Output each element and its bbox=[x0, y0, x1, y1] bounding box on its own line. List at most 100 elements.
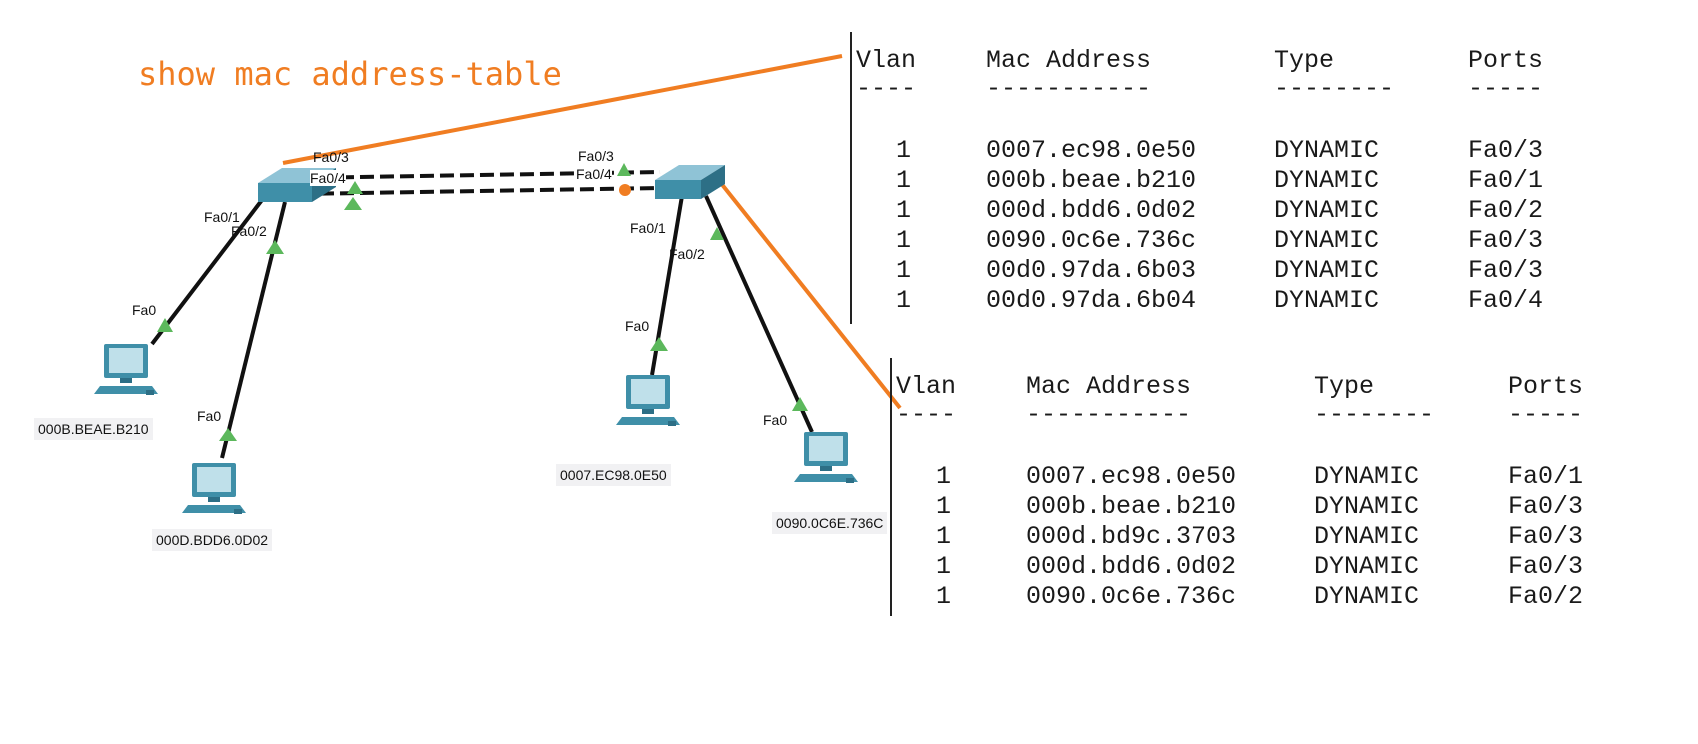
command-label: show mac address-table bbox=[138, 55, 562, 93]
port-label-left-fa02: Fa0/2 bbox=[231, 223, 267, 239]
table-cell-port: Fa0/3 bbox=[1508, 522, 1584, 551]
table-dash-mac: ----------- bbox=[986, 74, 1152, 103]
table-cell-vlan: 1 bbox=[936, 582, 952, 611]
table-cell-port: Fa0/4 bbox=[1468, 286, 1544, 315]
table-cell-type: DYNAMIC bbox=[1314, 552, 1420, 581]
pc-4-icon bbox=[794, 432, 858, 483]
table-cell-vlan: 1 bbox=[896, 196, 912, 225]
table-cell-mac: 0090.0c6e.736c bbox=[1026, 582, 1237, 611]
table-header-mac: Mac Address bbox=[986, 46, 1152, 75]
table-dash-ports: ----- bbox=[1508, 400, 1584, 429]
link-right-fa02 bbox=[704, 195, 814, 433]
link-status-indicators bbox=[157, 163, 808, 441]
port-label-right-fa02: Fa0/2 bbox=[669, 246, 705, 262]
table-divider bbox=[850, 32, 852, 324]
table-cell-vlan: 1 bbox=[896, 226, 912, 255]
table-dash-mac: ----------- bbox=[1026, 400, 1192, 429]
table-cell-port: Fa0/3 bbox=[1468, 226, 1544, 255]
switch-right-icon bbox=[655, 165, 725, 199]
table-cell-type: DYNAMIC bbox=[1274, 286, 1380, 315]
table-cell-mac: 000d.bdd6.0d02 bbox=[986, 196, 1197, 225]
table-header-mac: Mac Address bbox=[1026, 372, 1192, 401]
table-cell-mac: 0090.0c6e.736c bbox=[986, 226, 1197, 255]
table-cell-port: Fa0/3 bbox=[1508, 492, 1584, 521]
table-cell-mac: 000b.beae.b210 bbox=[1026, 492, 1237, 521]
mac-address-table-right-switch: Vlan Mac Address Type Ports ---- -------… bbox=[890, 358, 1610, 616]
pc-1-port-label: Fa0 bbox=[132, 302, 157, 318]
up-triangle-icon bbox=[157, 318, 173, 332]
up-triangle-icon bbox=[710, 227, 724, 240]
pc-3-icon bbox=[616, 375, 680, 426]
table-header-vlan: Vlan bbox=[856, 46, 917, 75]
port-label-right-fa01: Fa0/1 bbox=[630, 220, 666, 236]
table-cell-mac: 000d.bdd6.0d02 bbox=[1026, 552, 1237, 581]
table-cell-mac: 0007.ec98.0e50 bbox=[986, 136, 1197, 165]
table-cell-mac: 000b.beae.b210 bbox=[986, 166, 1197, 195]
pc-2-port-label: Fa0 bbox=[197, 408, 222, 424]
table-header-type: Type bbox=[1274, 46, 1335, 75]
table-cell-vlan: 1 bbox=[936, 492, 952, 521]
pc-2-mac-label: 000D.BDD6.0D02 bbox=[152, 529, 273, 551]
table-header-ports: Ports bbox=[1468, 46, 1544, 75]
port-label-right-fa04: Fa0/4 bbox=[576, 166, 612, 182]
table-cell-type: DYNAMIC bbox=[1314, 462, 1420, 491]
table-cell-port: Fa0/2 bbox=[1508, 582, 1584, 611]
table-cell-vlan: 1 bbox=[936, 552, 952, 581]
table-cell-vlan: 1 bbox=[896, 166, 912, 195]
pc-4-port-label: Fa0 bbox=[763, 412, 788, 428]
table-dash-vlan: ---- bbox=[896, 400, 957, 429]
table-dash-type: -------- bbox=[1314, 400, 1435, 429]
table-header-type: Type bbox=[1314, 372, 1375, 401]
table-cell-type: DYNAMIC bbox=[1314, 582, 1420, 611]
port-label-left-fa03: Fa0/3 bbox=[313, 149, 349, 165]
pc-1-mac-label: 000B.BEAE.B210 bbox=[34, 418, 153, 440]
table-header-ports: Ports bbox=[1508, 372, 1584, 401]
table-header-vlan: Vlan bbox=[896, 372, 957, 401]
table-cell-type: DYNAMIC bbox=[1274, 166, 1380, 195]
pc-4-mac-label: 0090.0C6E.736C bbox=[772, 512, 888, 534]
up-triangle-icon bbox=[617, 163, 631, 176]
table-cell-mac: 00d0.97da.6b04 bbox=[986, 286, 1197, 315]
callout-line-left bbox=[282, 54, 843, 165]
table-cell-port: Fa0/3 bbox=[1468, 256, 1544, 285]
pc-3-port-label: Fa0 bbox=[625, 318, 650, 334]
table-dash-vlan: ---- bbox=[856, 74, 917, 103]
up-triangle-icon bbox=[792, 397, 808, 411]
table-cell-type: DYNAMIC bbox=[1274, 136, 1380, 165]
table-cell-port: Fa0/3 bbox=[1468, 136, 1544, 165]
up-triangle-icon bbox=[347, 181, 363, 194]
table-dash-ports: ----- bbox=[1468, 74, 1544, 103]
pc-3-mac-label: 0007.EC98.0E50 bbox=[556, 464, 671, 486]
table-cell-mac: 0007.ec98.0e50 bbox=[1026, 462, 1237, 491]
up-triangle-icon bbox=[266, 240, 284, 254]
table-cell-mac: 000d.bd9c.3703 bbox=[1026, 522, 1237, 551]
table-cell-port: Fa0/2 bbox=[1468, 196, 1544, 225]
up-triangle-icon bbox=[219, 428, 237, 441]
table-cell-type: DYNAMIC bbox=[1274, 196, 1380, 225]
blocking-port-icon bbox=[619, 184, 631, 196]
table-divider bbox=[890, 358, 892, 616]
table-cell-port: Fa0/3 bbox=[1508, 552, 1584, 581]
table-cell-type: DYNAMIC bbox=[1314, 492, 1420, 521]
table-cell-vlan: 1 bbox=[936, 522, 952, 551]
table-dash-type: -------- bbox=[1274, 74, 1395, 103]
table-cell-type: DYNAMIC bbox=[1274, 226, 1380, 255]
table-cell-vlan: 1 bbox=[896, 136, 912, 165]
link-left-fa01 bbox=[150, 198, 264, 346]
table-cell-vlan: 1 bbox=[936, 462, 952, 491]
table-cell-type: DYNAMIC bbox=[1274, 256, 1380, 285]
port-label-left-fa04: Fa0/4 bbox=[310, 170, 346, 186]
table-cell-port: Fa0/1 bbox=[1468, 166, 1544, 195]
mac-address-table-left-switch: Vlan Mac Address Type Ports ---- -------… bbox=[850, 32, 1570, 324]
table-cell-vlan: 1 bbox=[896, 286, 912, 315]
table-cell-port: Fa0/1 bbox=[1508, 462, 1584, 491]
port-label-right-fa03: Fa0/3 bbox=[578, 148, 614, 164]
table-cell-type: DYNAMIC bbox=[1314, 522, 1420, 551]
up-triangle-icon bbox=[344, 197, 362, 210]
up-triangle-icon bbox=[650, 337, 668, 351]
port-label-left-fa01: Fa0/1 bbox=[204, 209, 240, 225]
pc-1-icon bbox=[94, 344, 158, 395]
table-cell-vlan: 1 bbox=[896, 256, 912, 285]
table-cell-mac: 00d0.97da.6b03 bbox=[986, 256, 1197, 285]
